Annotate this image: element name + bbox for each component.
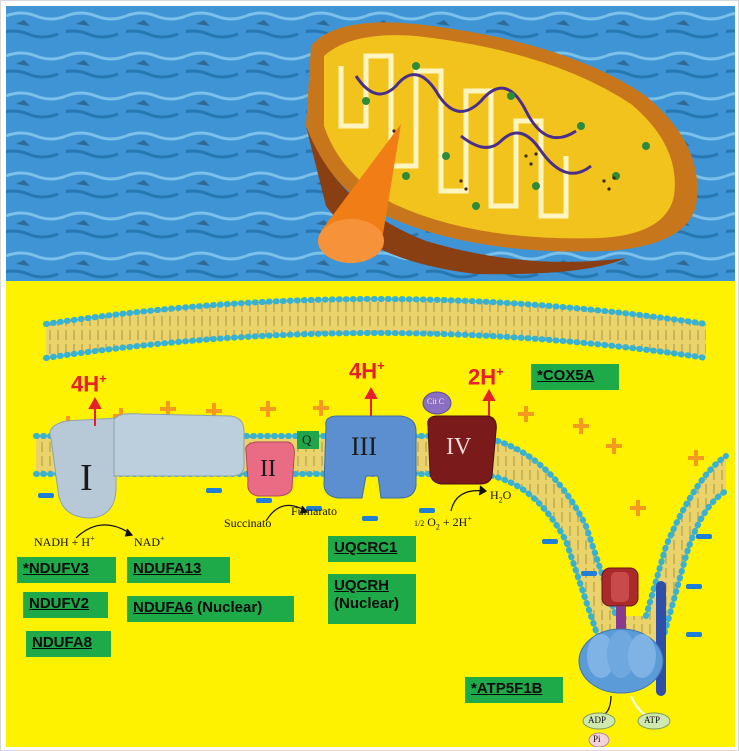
gene-uqcrc1: UQCRC1 [328, 536, 416, 562]
atp-label: ATP [644, 715, 660, 725]
proton-label-complex-iv: 2H+ [468, 364, 504, 390]
proton-label-complex-iii: 4H+ [349, 358, 385, 384]
complex-ii-label: II [260, 456, 276, 483]
proton-label-complex-i: 4H+ [71, 371, 107, 397]
complex-i-label: I [80, 456, 93, 500]
gene-ndufv3: *NDUFV3 [17, 557, 116, 583]
complex-iii-label: III [351, 432, 377, 462]
fumarato-label: Fumarato [291, 504, 337, 519]
adp-label: ADP [588, 715, 606, 725]
cytochrome-c-label: Cit C [427, 397, 444, 406]
complex-iv-label: IV [446, 434, 471, 461]
nadh-label: NADH + H+ [34, 534, 95, 550]
gene-uqcrh: UQCRH(Nuclear) [328, 574, 416, 624]
ubiquinone-label: Q [302, 432, 311, 448]
water-label: H2O [490, 488, 511, 504]
gene-ndufa8: NDUFA8 [26, 631, 111, 657]
nad-label: NAD+ [134, 534, 165, 550]
gene-ndufa6: NDUFA6 (Nuclear) [127, 596, 294, 622]
gene-cox5a: *COX5A [531, 364, 619, 390]
gene-ndufv2: NDUFV2 [23, 592, 108, 618]
gene-atp5f1b: *ATP5F1B [465, 677, 563, 703]
pi-label: Pi [593, 734, 601, 744]
oxygen-label: 1/2 O2 + 2H+ [414, 514, 472, 531]
gene-ndufa13: NDUFA13 [127, 557, 230, 583]
succinato-label: Succinato [224, 516, 271, 531]
oxphos-diagram: 4H+ 4H+ 2H+ I II III IV Q Cit C NADH + H… [6, 6, 735, 747]
